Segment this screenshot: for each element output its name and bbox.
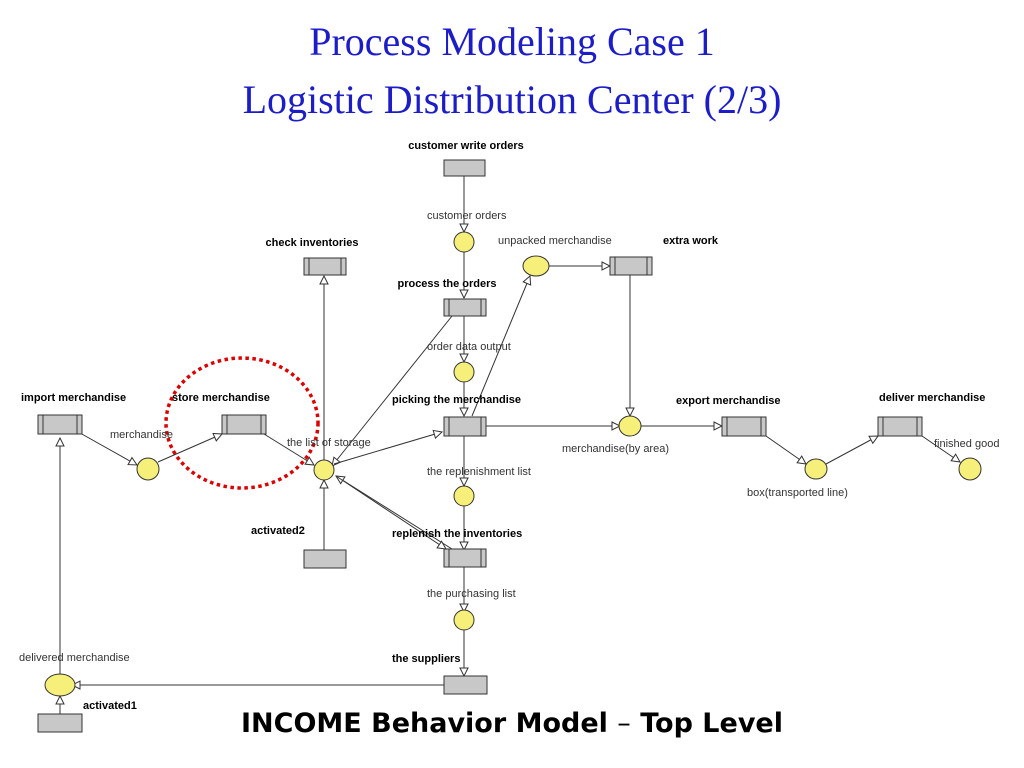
label-deliver-merchandise: deliver merchandise [879, 392, 985, 404]
arc-picking-to-unpacked [471, 276, 530, 417]
label-customer-orders: customer orders [427, 210, 507, 222]
arc-replenish-to-list-storage [336, 476, 453, 550]
place-customer-orders [453, 231, 475, 253]
label-check-inventories: check inventories [266, 237, 359, 249]
transition-picking-the-merchandise [443, 416, 487, 437]
caption-part-1: INCOME Behavior Model [241, 708, 608, 739]
arc-process-to-list-storage [332, 315, 453, 466]
transition-customer-write-orders [443, 159, 486, 177]
arc-list-storage-to-replenish [335, 475, 446, 549]
label-replenish-the-inventories: replenish the inventories [392, 528, 522, 540]
transition-extra-work [609, 256, 653, 276]
label-picking-the-merchandise: picking the merchandise [392, 394, 521, 406]
place-finished-good [958, 457, 982, 481]
place-the-replenishment-list [453, 485, 475, 507]
label-the-replenishment-list: the replenishment list [427, 466, 531, 478]
transition-check-inventories [303, 257, 347, 276]
arc-deliver-to-finished [921, 435, 960, 462]
label-import-merchandise: import merchandise [21, 392, 126, 404]
arc-box-to-deliver [825, 436, 878, 465]
highlight-circle [164, 356, 320, 490]
transition-store-merchandise [221, 414, 267, 435]
label-delivered-merchandise: delivered merchandise [19, 652, 130, 664]
label-finished-good: finished good [934, 438, 999, 450]
arcs [60, 176, 960, 714]
label-store-merchandise: store merchandise [172, 392, 270, 404]
transition-process-the-orders [443, 298, 487, 317]
caption-part-2: Top Level [640, 708, 783, 739]
place-order-data-output [453, 361, 475, 383]
place-unpacked-merchandise [522, 255, 550, 277]
label-merchandise-by-area: merchandise(by area) [562, 443, 669, 455]
label-export-merchandise: export merchandise [676, 395, 781, 407]
arc-merchandise-to-store [157, 434, 222, 463]
label-unpacked-merchandise: unpacked merchandise [498, 235, 612, 247]
label-activated2: activated2 [251, 525, 305, 537]
caption-dash: – [617, 708, 631, 739]
place-the-purchasing-list [453, 609, 475, 631]
place-merchandise [136, 457, 160, 481]
place-merchandise-by-area [618, 415, 642, 437]
transition-deliver-merchandise [877, 416, 923, 437]
arc-import-to-merchandise [79, 432, 137, 465]
label-the-purchasing-list: the purchasing list [427, 588, 516, 600]
arc-export-to-box [765, 435, 806, 464]
transition-export-merchandise [721, 416, 767, 437]
label-customer-write-orders: customer write orders [408, 140, 524, 152]
transition-replenish-the-inventories [443, 548, 487, 568]
label-merchandise: merchandise [110, 429, 173, 441]
caption: INCOME Behavior Model – Top Level [0, 708, 1024, 739]
transition-the-suppliers [443, 675, 488, 695]
arc-list-storage-to-picking [333, 432, 442, 465]
title-line-2: Logistic Distribution Center (2/3) [242, 77, 782, 122]
label-box-transported-line: box(transported line) [747, 487, 848, 499]
title-line-1: Process Modeling Case 1 [309, 19, 715, 64]
transition-activated2 [303, 549, 347, 569]
label-extra-work: extra work [663, 235, 719, 247]
place-delivered-merchandise [44, 673, 76, 697]
transition-activated1 [37, 713, 83, 733]
label-the-list-of-storage: the list of storage [287, 437, 371, 449]
arc-store-to-list-storage [263, 433, 314, 465]
transition-import-merchandise [37, 414, 83, 435]
place-the-list-of-storage [313, 459, 335, 481]
label-order-data-output: order data output [427, 341, 511, 353]
label-process-the-orders: process the orders [397, 278, 496, 290]
label-activated1: activated1 [83, 700, 137, 712]
place-box-transported-line [804, 458, 828, 480]
label-the-suppliers: the suppliers [392, 653, 460, 665]
